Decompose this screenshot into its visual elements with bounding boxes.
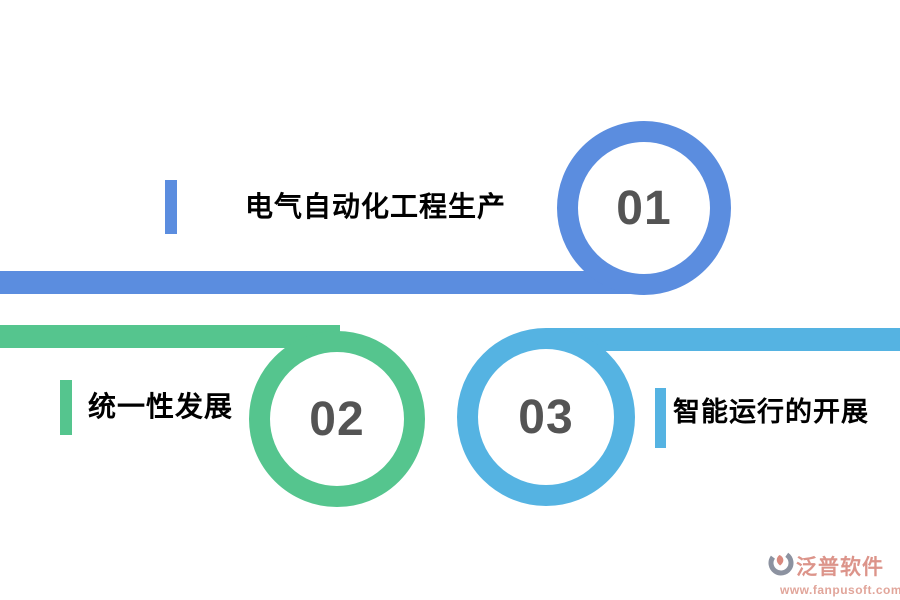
step-number-3: 03 <box>518 390 574 444</box>
ribbon-line-1 <box>0 271 646 294</box>
step-number-1: 01 <box>616 181 672 235</box>
ribbon-line-3 <box>546 328 900 351</box>
watermark: 泛普软件 www.fanpusoft.com <box>768 549 900 597</box>
accent-bar-1 <box>165 180 177 234</box>
accent-bar-2 <box>60 380 72 435</box>
step-label-1: 电气自动化工程生产 <box>245 191 507 222</box>
step-label-2: 统一性发展 <box>88 391 234 422</box>
number-ring-3: 03 <box>457 328 635 506</box>
ribbon-line-2 <box>0 325 340 348</box>
number-ring-2: 02 <box>249 331 425 507</box>
step-label-3: 智能运行的开展 <box>673 397 869 427</box>
watermark-brand: 泛普软件 <box>796 555 884 579</box>
number-ring-1: 01 <box>557 121 731 295</box>
accent-bar-3 <box>655 388 666 448</box>
step-number-2: 02 <box>309 392 365 446</box>
watermark-url: www.fanpusoft.com <box>780 583 900 597</box>
fanpu-logo-icon <box>768 549 794 582</box>
